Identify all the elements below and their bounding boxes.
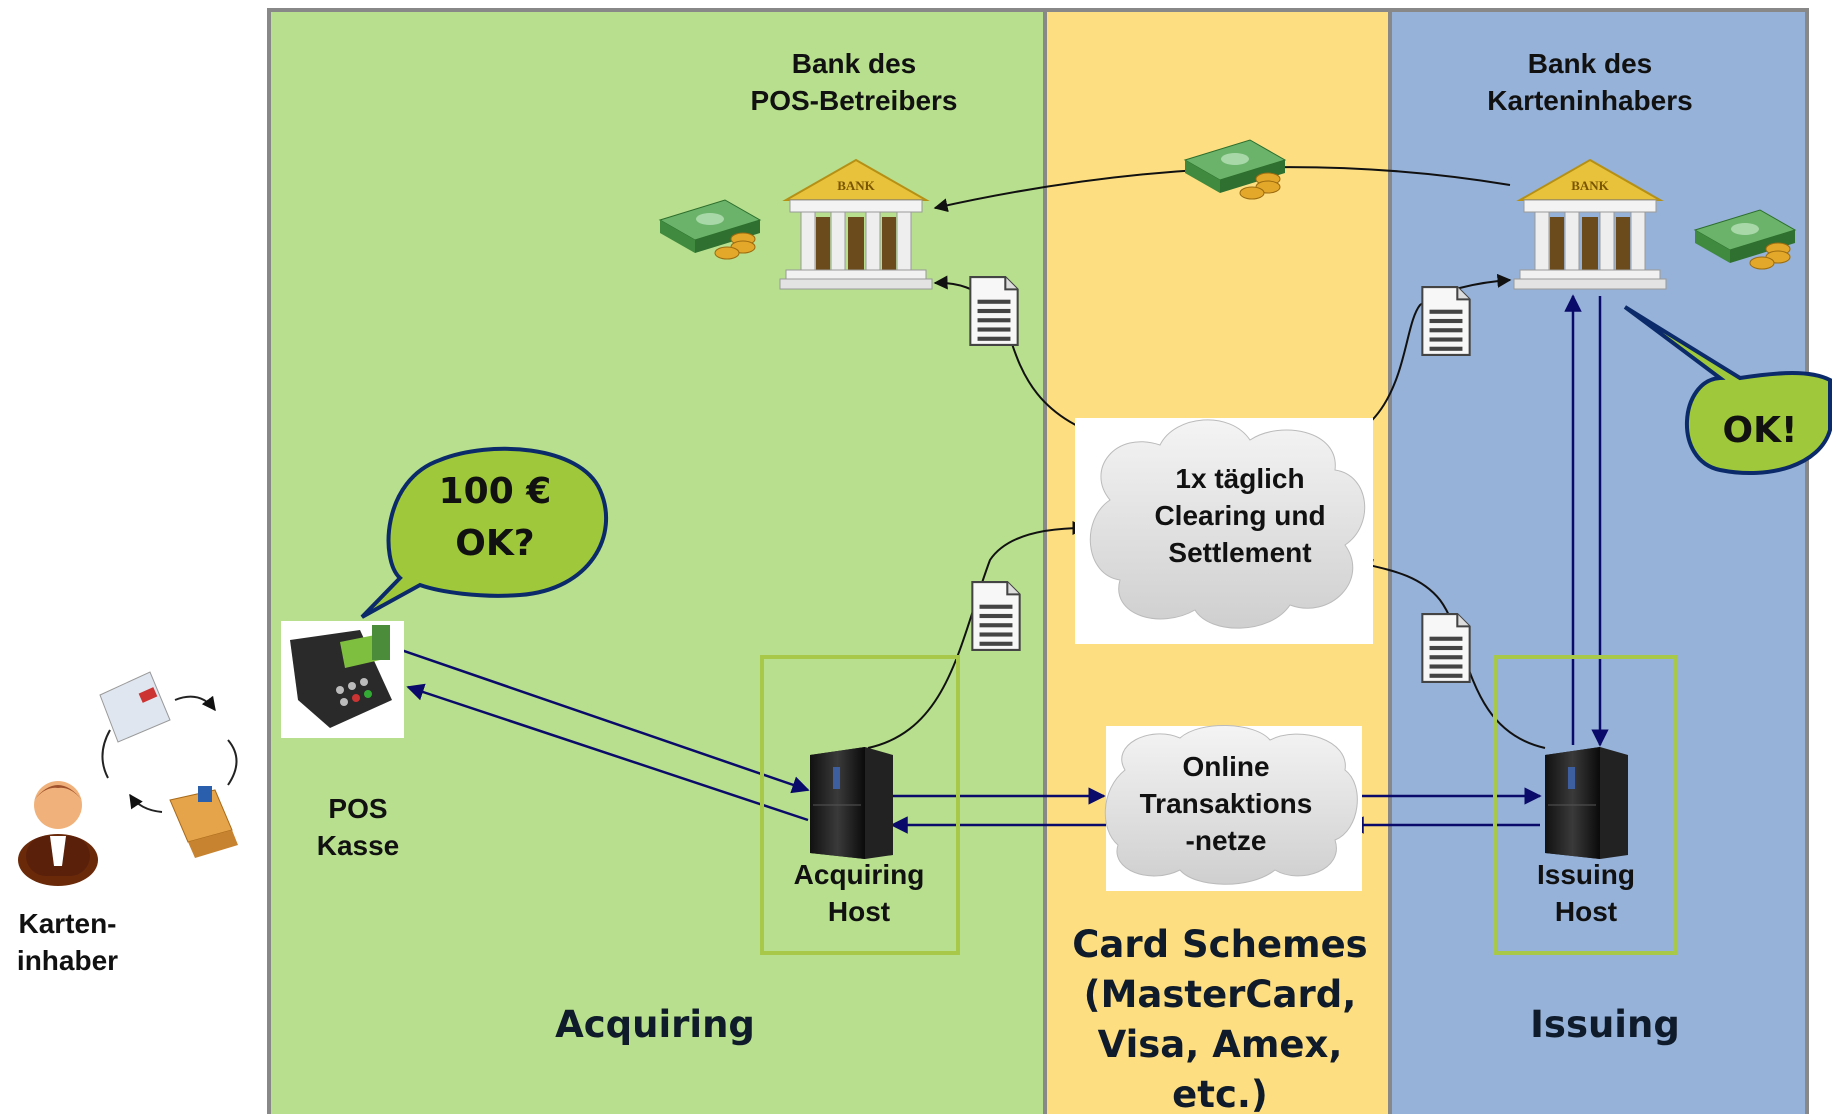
card-terminal-icon bbox=[281, 621, 404, 738]
document-icon bbox=[1421, 286, 1471, 356]
pos-request-bubble bbox=[360, 446, 609, 619]
pos-request-text: 100 € OK? bbox=[438, 471, 552, 564]
clearing-label: 1x täglich Clearing und Settlement bbox=[1154, 463, 1326, 568]
person-icon bbox=[18, 781, 98, 886]
card-schemes-label: Card Schemes (MasterCard, Visa, Amex, et… bbox=[1072, 923, 1368, 1116]
issuer-ok-text: OK! bbox=[1722, 410, 1798, 451]
clearing-to-acquirer-bank-arrow bbox=[933, 275, 1116, 441]
money-stack-icon bbox=[1694, 209, 1796, 270]
credit-card-icon bbox=[99, 671, 171, 743]
issuing-zone-label: Issuing bbox=[1530, 1003, 1680, 1046]
acquirer-bank-label: Bank des POS-Betreibers bbox=[750, 48, 958, 116]
acquiring-host-to-pos-arrow bbox=[406, 683, 809, 822]
network-cloud-icon bbox=[1104, 724, 1358, 885]
document-icon bbox=[1421, 613, 1471, 683]
pos-to-acquiring-host-arrow bbox=[371, 638, 810, 794]
bank-sign: BANK bbox=[837, 178, 875, 193]
money-stack-icon bbox=[659, 199, 761, 260]
cycle-arrow-icon bbox=[101, 729, 111, 779]
server-icon bbox=[1544, 746, 1629, 860]
acquiring-zone-label: Acquiring bbox=[555, 1003, 755, 1046]
cardholder-label: Karten- inhaber bbox=[16, 908, 119, 976]
document-icon bbox=[969, 276, 1019, 346]
cycle-arrow-icon bbox=[129, 793, 163, 813]
issuing-host-frame bbox=[1493, 655, 1678, 955]
shopping-bag-icon bbox=[169, 786, 238, 858]
cycle-arrow-icon bbox=[174, 695, 216, 712]
pos-label: POS Kasse bbox=[316, 793, 400, 861]
cycle-arrow-icon bbox=[227, 739, 238, 786]
issuer-ok-bubble bbox=[1623, 305, 1832, 475]
network-label: Online Transaktions -netze bbox=[1139, 751, 1313, 856]
issuing-host-label: Issuing Host bbox=[1536, 859, 1635, 927]
acquiring-host-frame bbox=[760, 655, 960, 955]
issuer-bank-label: Bank des Karteninhabers bbox=[1487, 48, 1693, 116]
clearing-cloud-icon bbox=[1089, 419, 1366, 629]
acquiring-host-label: Acquiring Host bbox=[793, 859, 925, 927]
server-icon bbox=[809, 746, 894, 860]
money-stack-icon bbox=[1184, 139, 1286, 200]
bank-sign: BANK bbox=[1571, 178, 1609, 193]
document-icon bbox=[971, 581, 1021, 651]
